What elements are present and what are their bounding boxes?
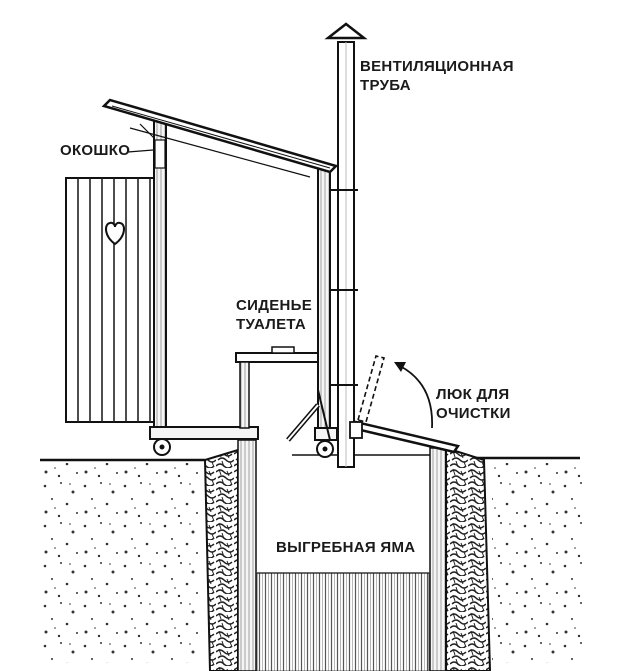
pit-label: ВЫГРЕБНАЯ ЯМА	[276, 539, 416, 556]
hatch-label-line1: ЛЮК ДЛЯ	[436, 386, 510, 403]
vent-pipe-label-line1: ВЕНТИЛЯЦИОННАЯ	[360, 58, 514, 75]
seat-label-line1: СИДЕНЬЕ	[236, 297, 313, 314]
outhouse-door	[65, 177, 163, 423]
roof	[101, 98, 339, 178]
hatch-label-line2: ОЧИСТКИ	[436, 405, 511, 422]
soil-right	[492, 463, 584, 663]
vent-pipe-label-line2: ТРУБА	[360, 77, 411, 94]
window-opening	[154, 139, 166, 169]
arrow-up-icon	[324, 22, 368, 40]
seat-label-line2: ТУАЛЕТА	[236, 316, 307, 333]
cleanout-hatch	[349, 355, 461, 454]
ventilation-pipe	[324, 22, 368, 468]
waste-fill	[256, 572, 430, 671]
heart-icon	[105, 221, 125, 246]
rotation-arrow-icon	[399, 365, 433, 429]
hatch-open-position	[357, 355, 385, 423]
pit-wall-right	[429, 446, 492, 671]
booth-frame	[153, 119, 331, 442]
pit-wall-left	[203, 439, 257, 671]
window-label: ОКОШКО	[60, 142, 131, 159]
soil-left	[42, 463, 202, 663]
toilet-seat	[235, 346, 319, 429]
